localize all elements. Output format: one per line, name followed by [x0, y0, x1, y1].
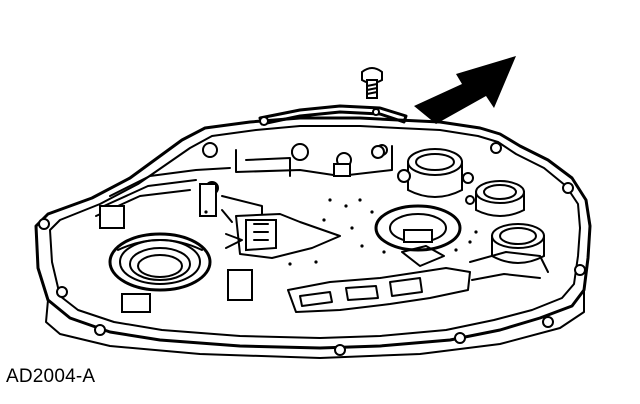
left-bore-seal [108, 232, 212, 292]
center-bore [374, 204, 462, 252]
upper-pockets [235, 143, 475, 205]
lower-passages [287, 245, 549, 313]
drill-holes [204, 198, 478, 266]
valve-body-ribs [121, 209, 341, 313]
figure-id-label: AD2004-A [6, 366, 96, 387]
left-channels [95, 167, 263, 229]
retaining-strap [258, 104, 408, 126]
indicator-arrow-icon [414, 56, 516, 124]
bolt-icon [361, 67, 383, 99]
servo-cups [407, 148, 545, 264]
